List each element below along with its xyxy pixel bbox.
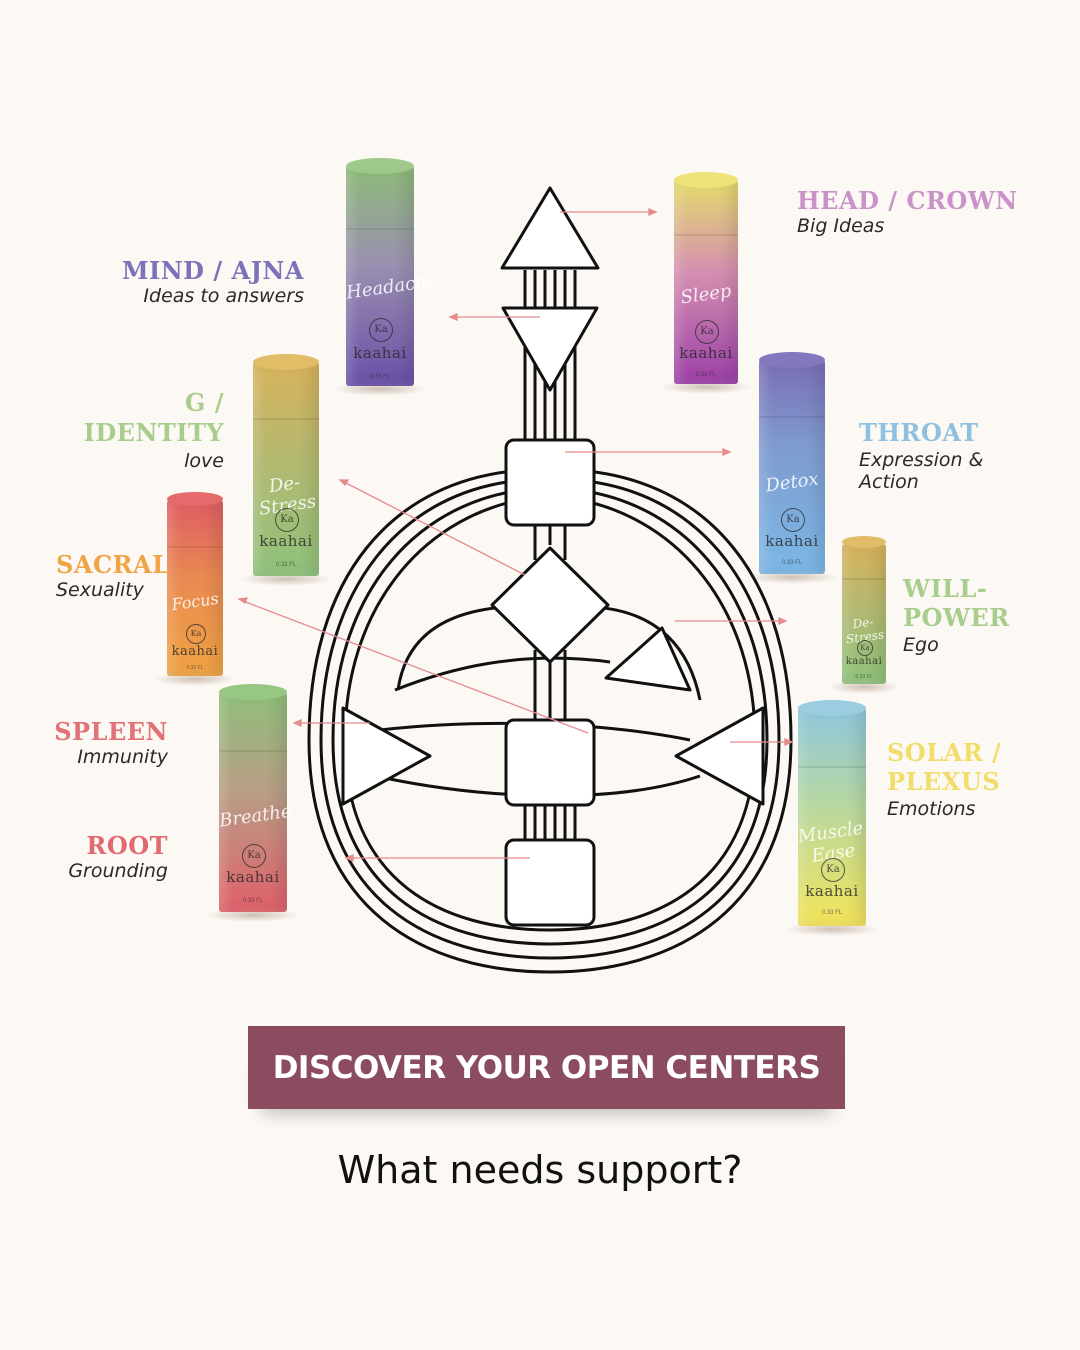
center-subtitle: Ego	[903, 634, 939, 656]
center-title: HEAD / CROWN	[797, 186, 1018, 215]
tube-lid	[798, 700, 866, 716]
label-spleen: SPLEEN Immunity	[54, 719, 168, 768]
tube-body	[346, 166, 414, 386]
product-volume: 0.33 FL	[186, 665, 204, 671]
center-title: SPLEEN	[54, 717, 168, 746]
product-volume: 0.33 FL	[695, 372, 717, 378]
throat-center	[504, 438, 596, 527]
discover-open-centers-button[interactable]: DISCOVER YOUR OPEN CENTERS	[248, 1026, 845, 1109]
brand-name: kaahai	[171, 644, 219, 659]
spleen-center	[341, 706, 432, 806]
product-tube-breathe[interactable]: Breathe Ka kaahai 0.33 FL	[205, 684, 301, 922]
head-center	[500, 186, 600, 270]
tube-body	[842, 544, 886, 684]
g-center	[490, 546, 610, 664]
center-subtitle: Big Ideas	[797, 215, 885, 238]
tube-seam	[842, 578, 886, 580]
product-tube-de-stress-small[interactable]: De-Stress Ka kaahai 0.33 FL	[828, 536, 900, 694]
brand-name: kaahai	[353, 344, 407, 362]
center-title: MIND / AJNA	[121, 256, 304, 285]
tube-seam	[759, 416, 825, 418]
root-center	[504, 838, 596, 927]
tube-lid	[674, 172, 738, 188]
brand-logo-icon: Ka	[186, 624, 206, 644]
sacral-center	[504, 718, 596, 807]
brand-name: kaahai	[805, 882, 859, 900]
label-g-identity: G / IDENTITY love	[74, 388, 224, 472]
center-subtitle: Ideas to answers	[143, 285, 304, 308]
product-volume: 0.33 FL	[781, 560, 803, 566]
brand-logo-icon: Ka	[275, 508, 299, 532]
product-volume: 0.33 FL	[821, 910, 843, 916]
product-tube-headache[interactable]: Headache Ka kaahai 0.33 FL	[332, 158, 439, 396]
ajna-center	[501, 306, 599, 392]
center-title: G / IDENTITY	[83, 388, 224, 447]
product-tube-sleep[interactable]: Sleep Ka kaahai 0.33 FL	[660, 172, 752, 394]
product-tube-de-stress-large[interactable]: De-Stress Ka kaahai 0.33 FL	[239, 354, 333, 586]
center-subtitle: Immunity	[77, 746, 168, 769]
center-title: THROAT	[859, 418, 979, 447]
label-solar-plexus: SOLAR / PLEXUS Emotions	[887, 738, 1007, 820]
product-volume: 0.33 FL	[275, 562, 297, 568]
product-tube-focus[interactable]: Focus Ka kaahai 0.33 FL	[153, 492, 237, 686]
brand-name: kaahai	[679, 344, 733, 362]
tube-seam	[253, 418, 319, 420]
tube-body	[759, 360, 825, 574]
tube-lid	[253, 354, 319, 370]
brand-logo-icon: Ka	[857, 640, 873, 656]
brand-logo-icon: Ka	[781, 508, 805, 532]
brand-name: kaahai	[259, 532, 313, 550]
center-title: WILL-POWER	[903, 574, 1010, 632]
product-volume: 0.33 FL	[242, 898, 264, 904]
label-will-power: WILL-POWER Ego	[903, 574, 1013, 656]
brand-name: kaahai	[765, 532, 819, 550]
tube-body	[219, 692, 287, 912]
product-tube-detox[interactable]: Detox Ka kaahai 0.33 FL	[745, 352, 839, 584]
center-subtitle: Expression & Action	[859, 449, 984, 494]
center-title: ROOT	[86, 831, 168, 860]
label-root: ROOT Grounding	[68, 833, 168, 882]
tube-body	[167, 500, 223, 676]
tube-lid	[346, 158, 414, 174]
center-subtitle: Grounding	[68, 860, 168, 883]
tube-lid	[167, 492, 223, 506]
label-head-crown: HEAD / CROWN Big Ideas	[797, 188, 1018, 237]
label-sacral: SACRAL Sexuality	[56, 552, 170, 601]
center-title: SOLAR / PLEXUS	[887, 738, 1002, 796]
brand-logo-icon: Ka	[695, 320, 719, 344]
tube-seam	[674, 234, 738, 236]
center-subtitle: love	[184, 450, 224, 472]
tube-lid	[759, 352, 825, 368]
tube-seam	[346, 228, 414, 230]
label-throat: THROAT Expression & Action	[859, 420, 1009, 493]
center-shapes	[341, 186, 765, 927]
center-subtitle: Emotions	[887, 798, 976, 820]
product-tube-muscle-ease[interactable]: Muscle Ease Ka kaahai 0.33 FL	[784, 700, 880, 936]
tube-body	[798, 708, 866, 926]
tube-seam	[219, 750, 287, 752]
will-center	[604, 626, 692, 692]
label-mind-ajna: MIND / AJNA Ideas to answers	[122, 258, 304, 307]
tube-body	[253, 362, 319, 576]
tube-lid	[219, 684, 287, 700]
support-question: What needs support?	[337, 1148, 743, 1192]
product-volume: 0.33 FL	[369, 374, 391, 380]
brand-name: kaahai	[845, 656, 883, 667]
connector-lines	[237, 208, 794, 862]
tube-lid	[842, 536, 886, 548]
center-subtitle: Sexuality	[56, 579, 144, 602]
center-title: SACRAL	[56, 550, 170, 579]
solar-center	[674, 706, 765, 806]
product-volume: 0.33 FL	[855, 674, 873, 680]
brand-logo-icon: Ka	[369, 318, 393, 342]
brand-name: kaahai	[226, 868, 280, 886]
tube-seam	[798, 766, 866, 768]
tube-seam	[167, 546, 223, 548]
tube-body	[674, 180, 738, 384]
brand-logo-icon: Ka	[821, 858, 845, 882]
brand-logo-icon: Ka	[242, 844, 266, 868]
